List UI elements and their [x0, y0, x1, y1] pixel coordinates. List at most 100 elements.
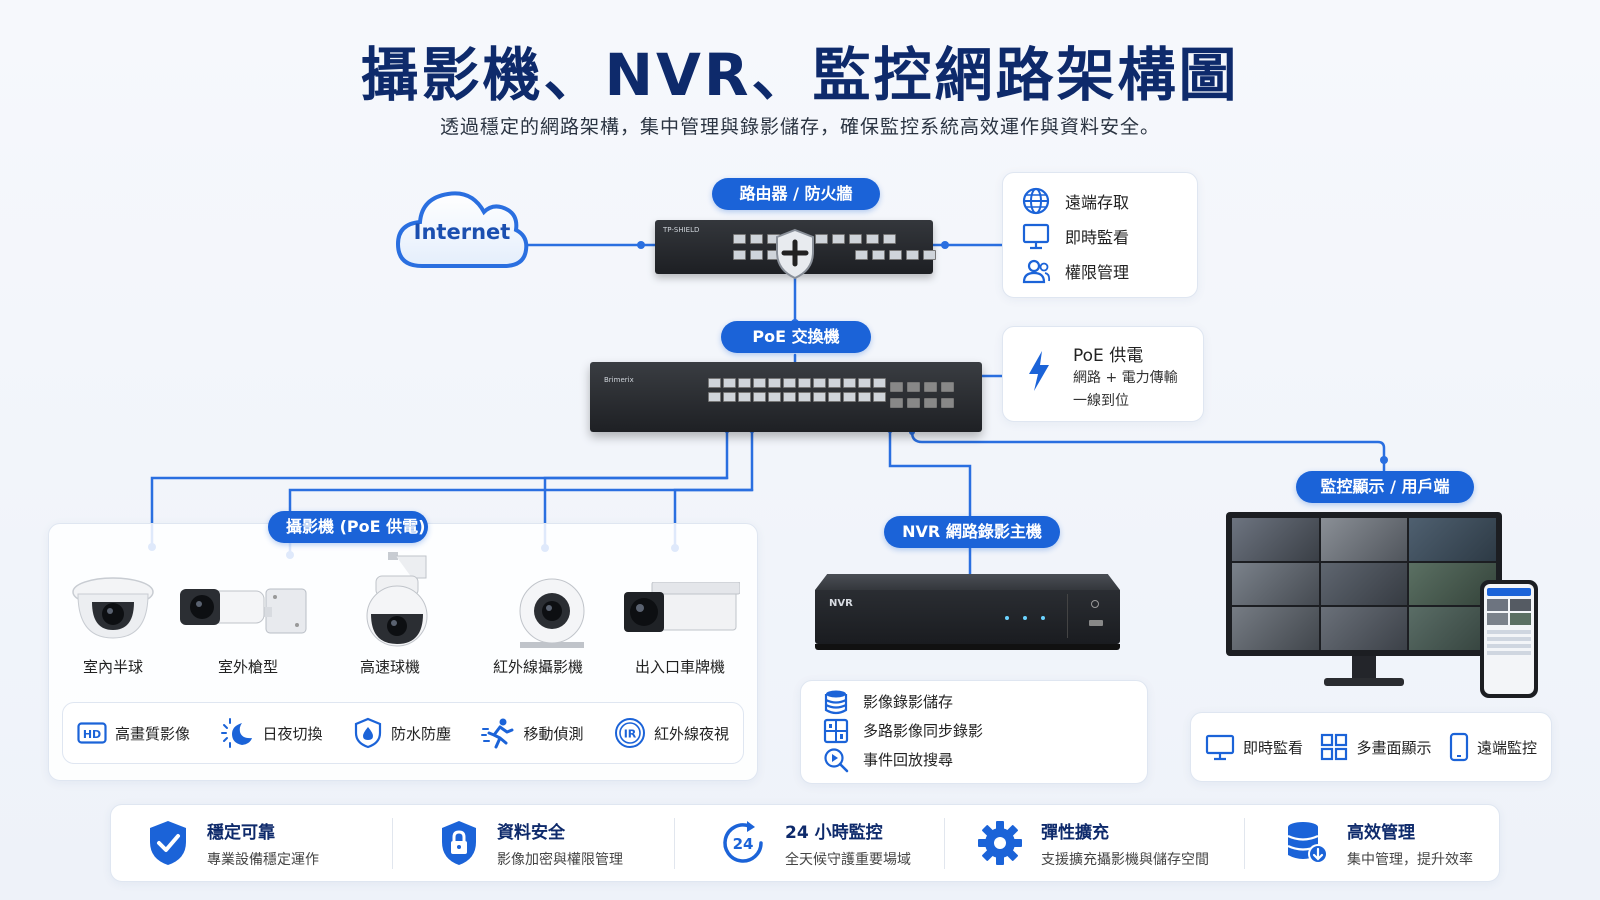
camera-label-ptz: 高速球機	[359, 658, 420, 676]
firewall-shield-icon	[776, 228, 814, 280]
cloud-icon	[395, 191, 529, 268]
switch-ports-grid	[708, 378, 886, 402]
badge-motion: 移動偵測	[481, 717, 583, 749]
waterproof-icon	[354, 717, 382, 749]
nvr-feature-label: 影像錄影儲存	[863, 693, 954, 711]
feature-remote-access: 遠端存取	[1021, 183, 1179, 218]
benefit-stable: 穩定可靠 專業設備穩定運作	[111, 817, 393, 869]
cameras-label: 攝影機 (PoE 供電)	[268, 511, 428, 543]
switch-uplink-ports	[890, 382, 954, 408]
monitor-device	[1226, 512, 1502, 694]
clock-24-text: 24	[733, 835, 754, 853]
badge-hd: HD 高畫質影像	[77, 722, 190, 744]
display-features-card: 即時監看 多畫面顯示 遠端監控	[1190, 712, 1552, 782]
nvr-feature-multi-record: 多路影像同步錄影	[823, 716, 1125, 745]
benefit-sub: 專業設備穩定運作	[207, 851, 319, 868]
feature-live-view: 即時監看	[1021, 218, 1179, 253]
badge-label: 高畫質影像	[115, 724, 191, 743]
page-subtitle: 透過穩定的網路架構，集中管理與錄影儲存，確保監控系統高效運作與資料安全。	[439, 116, 1160, 138]
benefit-title: 彈性擴充	[1041, 822, 1109, 843]
internet-cloud: Internet	[392, 176, 532, 276]
router-ports-bottom	[733, 250, 936, 260]
benefit-title: 穩定可靠	[207, 822, 275, 843]
svg-text:IR: IR	[624, 728, 637, 741]
display-feature-multi: 多畫面顯示	[1320, 733, 1432, 761]
badge-ir: IR 紅外線夜視	[614, 717, 729, 749]
poe-info-card: PoE 供電 網路 + 電力傳輸 一線到位	[1002, 326, 1204, 422]
camera-label-ir: 紅外線攝影機	[492, 658, 583, 676]
camera-view-grid	[1232, 518, 1496, 650]
monitor-icon	[1022, 223, 1050, 249]
router-label: 路由器 / 防火牆	[712, 178, 880, 210]
benefit-title: 資料安全	[497, 822, 565, 843]
monitor-icon	[1205, 734, 1235, 761]
database-icon	[1287, 822, 1328, 864]
camera-label-dome: 室內半球	[82, 658, 143, 676]
router-features-card: 遠端存取 即時監看 權限管理	[1002, 172, 1198, 298]
display-feature-remote: 遠端監控	[1449, 732, 1537, 762]
poe-line1: 網路 + 電力傳輸	[1073, 370, 1178, 386]
benefit-sub: 影像加密與權限管理	[497, 851, 623, 868]
multi-record-icon	[823, 718, 849, 743]
ptz-camera-icon	[366, 552, 428, 647]
shield-check-icon	[150, 821, 186, 865]
badge-label: 移動偵測	[523, 724, 584, 743]
feature-label: 遠端存取	[1065, 192, 1130, 212]
benefit-security: 資料安全 影像加密與權限管理	[393, 817, 675, 869]
phone-icon	[1449, 732, 1469, 762]
camera-badges-bar: HD 高畫質影像 日夜切換 防水防塵 移動偵測	[62, 702, 744, 764]
nvr-feature-label: 多路影像同步錄影	[863, 722, 984, 740]
switch-label: PoE 交換機	[721, 321, 871, 353]
ir-icon: IR	[614, 718, 645, 748]
benefits-bar: 穩定可靠 專業設備穩定運作 資料安全 影像加密與權限管理 24 24 小時監控 …	[110, 804, 1500, 882]
nvr-label: NVR 網路錄影主機	[884, 516, 1060, 548]
lock-shield-icon	[442, 821, 476, 865]
svg-text:HD: HD	[83, 728, 101, 741]
benefit-title: 24 小時監控	[785, 822, 883, 843]
globe-icon	[1022, 187, 1050, 214]
nvr-device: NVR	[815, 574, 1120, 652]
internet-label: Internet	[413, 220, 511, 244]
feature-permission: 權限管理	[1021, 253, 1179, 288]
benefit-management: 高效管理 集中管理，提升效率	[1245, 818, 1495, 869]
phone-device	[1480, 580, 1538, 698]
nvr-feature-storage: 影像錄影儲存	[823, 687, 1125, 716]
display-feature-label: 多畫面顯示	[1356, 738, 1432, 757]
camera-label-box: 出入口車牌機	[634, 658, 725, 676]
lightning-icon	[1029, 351, 1049, 391]
page-title: 攝影機、NVR、監控網路架構圖	[360, 41, 1240, 109]
playback-search-icon	[824, 747, 849, 772]
grid-icon	[1321, 733, 1348, 761]
feature-label: 權限管理	[1065, 262, 1130, 282]
day-night-icon	[221, 718, 253, 748]
benefit-scalable: 彈性擴充 支援擴充攝影機與儲存空間	[945, 817, 1245, 869]
badge-label: 防水防塵	[390, 724, 451, 743]
switch-brand: Brimerix	[604, 376, 634, 384]
nvr-feature-label: 事件回放搜尋	[863, 751, 954, 769]
badge-day-night: 日夜切換	[220, 717, 323, 749]
nvr-device-text: NVR	[829, 598, 853, 609]
clock-24-icon: 24	[723, 821, 763, 863]
display-feature-live: 即時監看	[1205, 733, 1303, 761]
camera-label-bullet: 室外槍型	[217, 658, 278, 676]
gear-icon	[978, 821, 1022, 865]
badge-label: 日夜切換	[262, 724, 323, 743]
nvr-feature-playback: 事件回放搜尋	[823, 745, 1125, 774]
dome-camera-icon	[72, 577, 154, 639]
bullet-camera-icon	[180, 588, 307, 634]
users-icon	[1022, 259, 1051, 283]
benefit-24h: 24 24 小時監控 全天候守護重要場域	[675, 817, 945, 869]
nvr-features-card: 影像錄影儲存 多路影像同步錄影 事件回放搜尋	[800, 680, 1148, 784]
benefit-sub: 集中管理，提升效率	[1347, 851, 1473, 868]
ir-camera-icon	[519, 578, 585, 648]
display-label: 監控顯示 / 用戶端	[1296, 471, 1474, 503]
motion-icon	[481, 718, 514, 749]
badge-waterproof: 防水防塵	[353, 717, 451, 749]
poe-line2: 一線到位	[1073, 393, 1129, 409]
display-feature-label: 即時監看	[1243, 738, 1304, 757]
router-brand: TP-SHIELD	[663, 226, 700, 234]
storage-icon	[824, 690, 848, 714]
benefit-title: 高效管理	[1347, 822, 1415, 843]
hd-icon: HD	[77, 722, 107, 744]
box-camera-icon	[624, 582, 740, 632]
